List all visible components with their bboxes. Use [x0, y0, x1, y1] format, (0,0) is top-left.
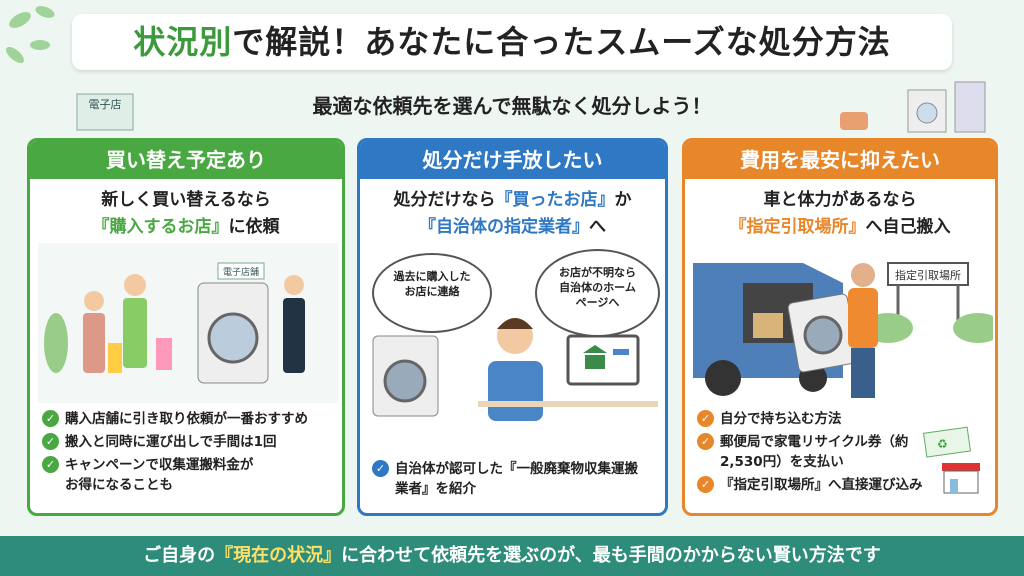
item-text: 郵便局で家電リサイクル券（約2,530円）を支払い: [720, 434, 909, 470]
check-icon: ✓: [42, 433, 59, 450]
benefit-list: ✓ 購入店舗に引き取り依頼が一番おすすめ ✓ 搬入と同時に運び出しで手間は1回 ✓ キ…: [42, 409, 334, 498]
card-replace: 買い替え予定あり 新しく買い替えるなら『購入するお店』に依頼 電子店舗 ✓ 購入店…: [27, 138, 345, 516]
thought-bubble-store: 過去に購入したお店に連絡: [372, 253, 492, 333]
card-header: 買い替え予定あり: [30, 141, 342, 179]
footer-text: に合わせて依頼先を選ぶのが、最も手間のかからない賢い方法です: [341, 545, 881, 566]
item-text: 購入店舗に引き取り依頼が一番おすすめ: [65, 411, 308, 427]
collection-site-sign: 指定引取場所: [895, 268, 961, 282]
lead-line: 車と体力があるなら: [763, 190, 917, 210]
benefit-list: ✓ 自治体が認可した『一般廃棄物収集運搬業者』を紹介: [372, 459, 657, 502]
recycle-ticket-icon: ♻: [923, 426, 972, 458]
title-text: で解説！あなたに合ったスムーズな処分方法: [232, 23, 891, 61]
car-carry-illustration: 指定引取場所: [693, 262, 993, 398]
card-dispose-only: 処分だけ手放したい 処分だけなら『買ったお店』か『自治体の指定業者』へ 過去に購…: [357, 138, 668, 516]
lead-text: 処分だけなら: [393, 190, 496, 210]
lead-rest: へ自己搬入: [865, 217, 951, 237]
item-text: キャンペーンで収集運搬料金がお得になることも: [65, 457, 254, 493]
card-cheapest: 費用を最安に抑えたい 車と体力があるなら『指定引取場所』へ自己搬入 指定引取場所…: [682, 138, 998, 516]
decor-appliances-icon: [840, 81, 986, 133]
lead-emphasis: 『自治体の指定業者』: [419, 217, 589, 237]
bubble-text: お店が不明なら自治体のホームページへ: [559, 266, 636, 309]
page-title: 状況別で解説！あなたに合ったスムーズな処分方法: [72, 14, 952, 70]
footer-text: ご自身の: [143, 545, 216, 566]
lead-line: 新しく買い替えるなら: [101, 190, 271, 210]
item-text: 自治体が認可した『一般廃棄物収集運搬業者』を紹介: [395, 461, 638, 497]
decor-shop-icon: 電子店: [76, 93, 134, 131]
check-icon: ✓: [372, 460, 389, 477]
list-item: ✓ 自分で持ち込む方法: [697, 409, 987, 429]
check-icon: ✓: [42, 456, 59, 473]
list-item: ✓ 購入店舗に引き取り依頼が一番おすすめ: [42, 409, 334, 429]
lead-emphasis: 『指定引取場所』: [729, 217, 866, 237]
decor-leaves-icon: [5, 6, 55, 64]
post-office-icon: [942, 463, 980, 494]
lead-text: か: [614, 190, 632, 210]
footer-highlight: 『現在の状況』: [215, 545, 342, 566]
thinking-man-illustration: [372, 318, 658, 421]
item-text: 『指定引取場所』へ直接運び込み: [720, 477, 923, 493]
lead-emphasis: 『購入するお店』: [92, 217, 229, 237]
card-lead: 処分だけなら『買ったお店』か『自治体の指定業者』へ: [360, 187, 665, 241]
card-lead: 車と体力があるなら『指定引取場所』へ自己搬入: [685, 187, 995, 241]
check-icon: ✓: [697, 476, 714, 493]
check-icon: ✓: [697, 410, 714, 427]
store-sign: 電子店舗: [223, 266, 259, 278]
list-item: ✓ 郵便局で家電リサイクル券（約2,530円）を支払い: [697, 432, 987, 472]
list-item: ✓ キャンペーンで収集運搬料金がお得になることも: [42, 455, 334, 495]
lead-text: へ: [589, 217, 606, 237]
list-item: ✓ 搬入と同時に運び出しで手間は1回: [42, 432, 334, 452]
check-icon: ✓: [697, 433, 714, 450]
svg-text:♻: ♻: [937, 437, 948, 451]
bubble-text: 過去に購入したお店に連絡: [393, 270, 471, 298]
card-lead: 新しく買い替えるなら『購入するお店』に依頼: [30, 187, 342, 241]
card-header: 処分だけ手放したい: [360, 141, 665, 179]
shop-sign: 電子店: [89, 97, 122, 111]
family-store-illustration: 電子店舗: [38, 243, 338, 403]
item-text: 搬入と同時に運び出しで手間は1回: [65, 434, 277, 450]
thought-bubble-city: お店が不明なら自治体のホームページへ: [535, 249, 660, 337]
check-icon: ✓: [42, 410, 59, 427]
lead-emphasis: 『買ったお店』: [495, 190, 615, 210]
list-item: ✓ 自治体が認可した『一般廃棄物収集運搬業者』を紹介: [372, 459, 657, 499]
item-text: 自分で持ち込む方法: [720, 411, 842, 427]
benefit-list: ✓ 自分で持ち込む方法 ✓ 郵便局で家電リサイクル券（約2,530円）を支払い ✓ 『…: [697, 409, 987, 498]
list-item: ✓ 『指定引取場所』へ直接運び込み: [697, 475, 987, 495]
page-subtitle: 最適な依頼先を選んで無駄なく処分しよう！: [312, 94, 712, 118]
lead-rest: に依頼: [228, 217, 280, 237]
footer-banner: ご自身の『現在の状況』に合わせて依頼先を選ぶのが、最も手間のかからない賢い方法で…: [0, 536, 1024, 576]
title-highlight: 状況別: [133, 23, 233, 61]
card-header: 費用を最安に抑えたい: [685, 141, 995, 179]
